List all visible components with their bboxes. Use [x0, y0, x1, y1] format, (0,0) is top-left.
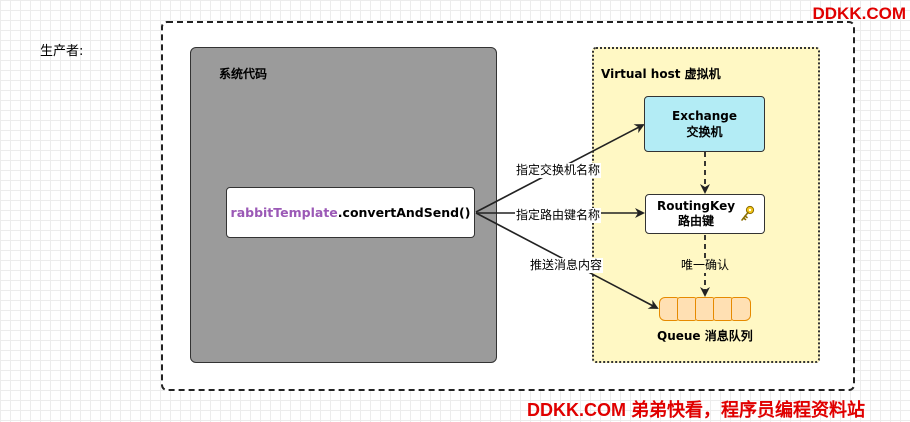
edge-label-queue: 推送消息内容: [529, 258, 604, 273]
producer-label: 生产者:: [40, 44, 84, 59]
routing-key-box: RoutingKey 路由键: [645, 194, 765, 234]
watermark-top: DDKK.COM: [812, 4, 907, 23]
edge-label-routing: 指定路由键名称: [515, 208, 602, 223]
code-method: .convertAndSend(): [337, 205, 471, 220]
key-icon: [741, 205, 755, 221]
edge-label-confirm: 唯一确认: [680, 258, 731, 273]
system-code-title: 系统代码: [219, 67, 268, 81]
exchange-box: Exchange 交换机: [644, 96, 765, 152]
code-call-box: rabbitTemplate.convertAndSend(): [226, 187, 475, 238]
queue-cell: [731, 297, 751, 321]
queue-label: Queue 消息队列: [657, 329, 753, 343]
queue-cell: [695, 297, 715, 321]
edge-label-exchange: 指定交换机名称: [515, 163, 602, 178]
queue-shape: [659, 297, 751, 321]
watermark-bottom: DDKK.COM 弟弟快看，程序员编程资料站: [527, 400, 865, 420]
exchange-subtitle: 交换机: [686, 125, 723, 139]
routing-key-subtitle: 路由键: [677, 214, 714, 228]
exchange-name: Exchange: [672, 109, 737, 123]
queue-cell: [659, 297, 679, 321]
virtual-host-title: Virtual host 虚拟机: [601, 67, 721, 81]
queue-cell: [713, 297, 733, 321]
code-object: rabbitTemplate: [230, 205, 338, 220]
routing-key-name: RoutingKey: [656, 199, 736, 213]
queue-cell: [677, 297, 697, 321]
